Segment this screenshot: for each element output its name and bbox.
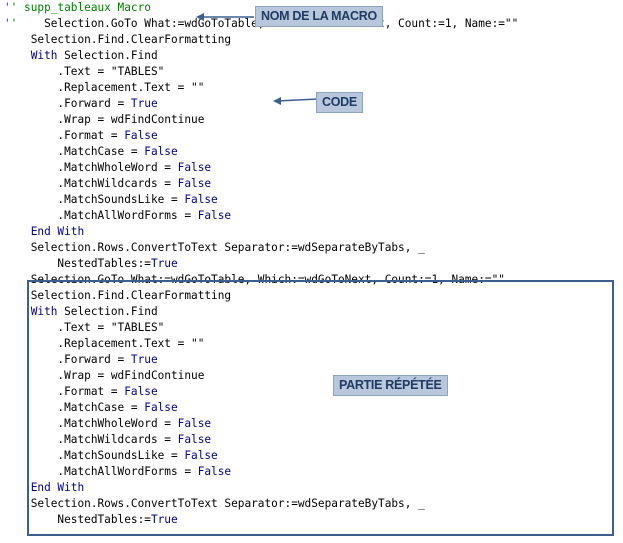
code-label: CODE [316,92,363,113]
code-text: Selection.GoTo What:=wdGoToTable, Which:… [4,273,505,286]
repeated-section-frame [27,280,614,536]
code-line: .MatchWholeWord = False [4,160,518,176]
code-keyword: True [130,97,158,110]
code-line: .MatchWildcards = False [4,432,518,448]
code-text: .Wrap = wdFindContinue [4,113,205,126]
code-keyword: False [144,145,178,158]
code-line: Selection.Rows.ConvertToText Separator:=… [4,496,518,512]
code-keyword: With [4,49,58,62]
code-line: .MatchWholeWord = False [4,416,518,432]
code-comment: '' [4,17,18,30]
code-text: .MatchCase = [4,401,145,414]
code-text: NestedTables:= [4,513,151,526]
code-keyword: False [197,465,232,478]
code-line: .Wrap = wdFindContinue [4,112,518,128]
code-line: NestedTables:=True [4,256,518,272]
code-line: .MatchAllWordForms = False [4,464,518,480]
code-line: Selection.Find.ClearFormatting [4,288,518,304]
code-line: With Selection.Find [4,304,518,320]
code-keyword: False [177,177,212,190]
code-line: .MatchSoundsLike = False [4,192,518,208]
top-fragment: ' ' [36,0,56,4]
code-text: .MatchCase = [4,145,145,158]
code-text: .MatchAllWordForms = [4,209,198,222]
code-keyword: False [124,385,158,398]
code-text: .MatchAllWordForms = [4,465,198,478]
code-keyword: True [150,257,178,270]
code-line: .Format = False [4,128,518,144]
code-text: Selection.Find [57,49,158,62]
code-text: Selection.Rows.ConvertToText Separator:=… [4,241,425,254]
code-keyword: False [144,401,178,414]
code-line: Selection.GoTo What:=wdGoToTable, Which:… [4,272,518,288]
code-line: End With [4,224,518,240]
code-line: .Forward = True [4,96,518,112]
code-keyword: False [177,161,212,174]
code-text: NestedTables:= [4,257,151,270]
code-keyword: False [177,417,212,430]
code-keyword: False [124,129,158,142]
code-line: .Text = "TABLES" [4,320,518,336]
code-line: .MatchCase = False [4,144,518,160]
code-keyword: False [184,193,218,206]
code-keyword: End With [4,225,85,238]
code-line: .MatchCase = False [4,400,518,416]
code-line: With Selection.Find [4,48,518,64]
code-text: .Wrap = wdFindContinue [4,369,205,382]
code-text: .Format = [4,129,125,142]
code-keyword: True [130,353,158,366]
code-text: .Format = [4,385,125,398]
code-text: .MatchWildcards = [4,177,178,190]
code-line: .Replacement.Text = "" [4,336,518,352]
code-line: .MatchWildcards = False [4,176,518,192]
macro-name-arrow-icon [196,13,254,21]
code-keyword: True [150,513,178,526]
code-keyword: With [4,305,58,318]
code-text: .Replacement.Text = "" [4,337,205,350]
code-line: .Text = "TABLES" [4,64,518,80]
code-text: .Forward = [4,353,131,366]
code-text: Selection.Find.ClearFormatting [4,289,232,302]
code-text: .Text = "TABLES" [4,65,165,78]
code-text: Selection.Find.ClearFormatting [4,33,232,46]
code-text: Selection.Find [57,305,158,318]
code-text: .MatchSoundsLike = [4,193,185,206]
code-line: NestedTables:=True [4,512,518,528]
code-line: End With [4,480,518,496]
code-text: .Text = "TABLES" [4,321,165,334]
repeated-section-label: PARTIE RÉPÉTÉE [333,375,448,396]
code-text: .MatchSoundsLike = [4,449,185,462]
code-line: Selection.Find.ClearFormatting [4,32,518,48]
code-text: .Replacement.Text = "" [4,81,205,94]
code-keyword: End With [4,481,85,494]
code-arrow-icon [273,97,319,105]
code-line: .MatchSoundsLike = False [4,448,518,464]
code-text: .Forward = [4,97,131,110]
code-keyword: False [177,433,212,446]
code-line: .MatchAllWordForms = False [4,208,518,224]
code-line: .Wrap = wdFindContinue [4,368,518,384]
code-text: .MatchWildcards = [4,433,178,446]
code-line: Selection.Rows.ConvertToText Separator:=… [4,240,518,256]
code-keyword: False [197,209,232,222]
macro-name-label: NOM DE LA MACRO [255,6,383,27]
code-line: '' supp_tableaux Macro [4,0,518,16]
code-line: .Forward = True [4,352,518,368]
code-line: .Format = False [4,384,518,400]
code-line: .Replacement.Text = "" [4,80,518,96]
code-keyword: False [184,449,218,462]
code-text: Selection.Rows.ConvertToText Separator:=… [4,497,425,510]
code-text: .MatchWholeWord = [4,417,178,430]
code-comment: '' supp_tableaux Macro [4,1,151,14]
code-text: .MatchWholeWord = [4,161,178,174]
